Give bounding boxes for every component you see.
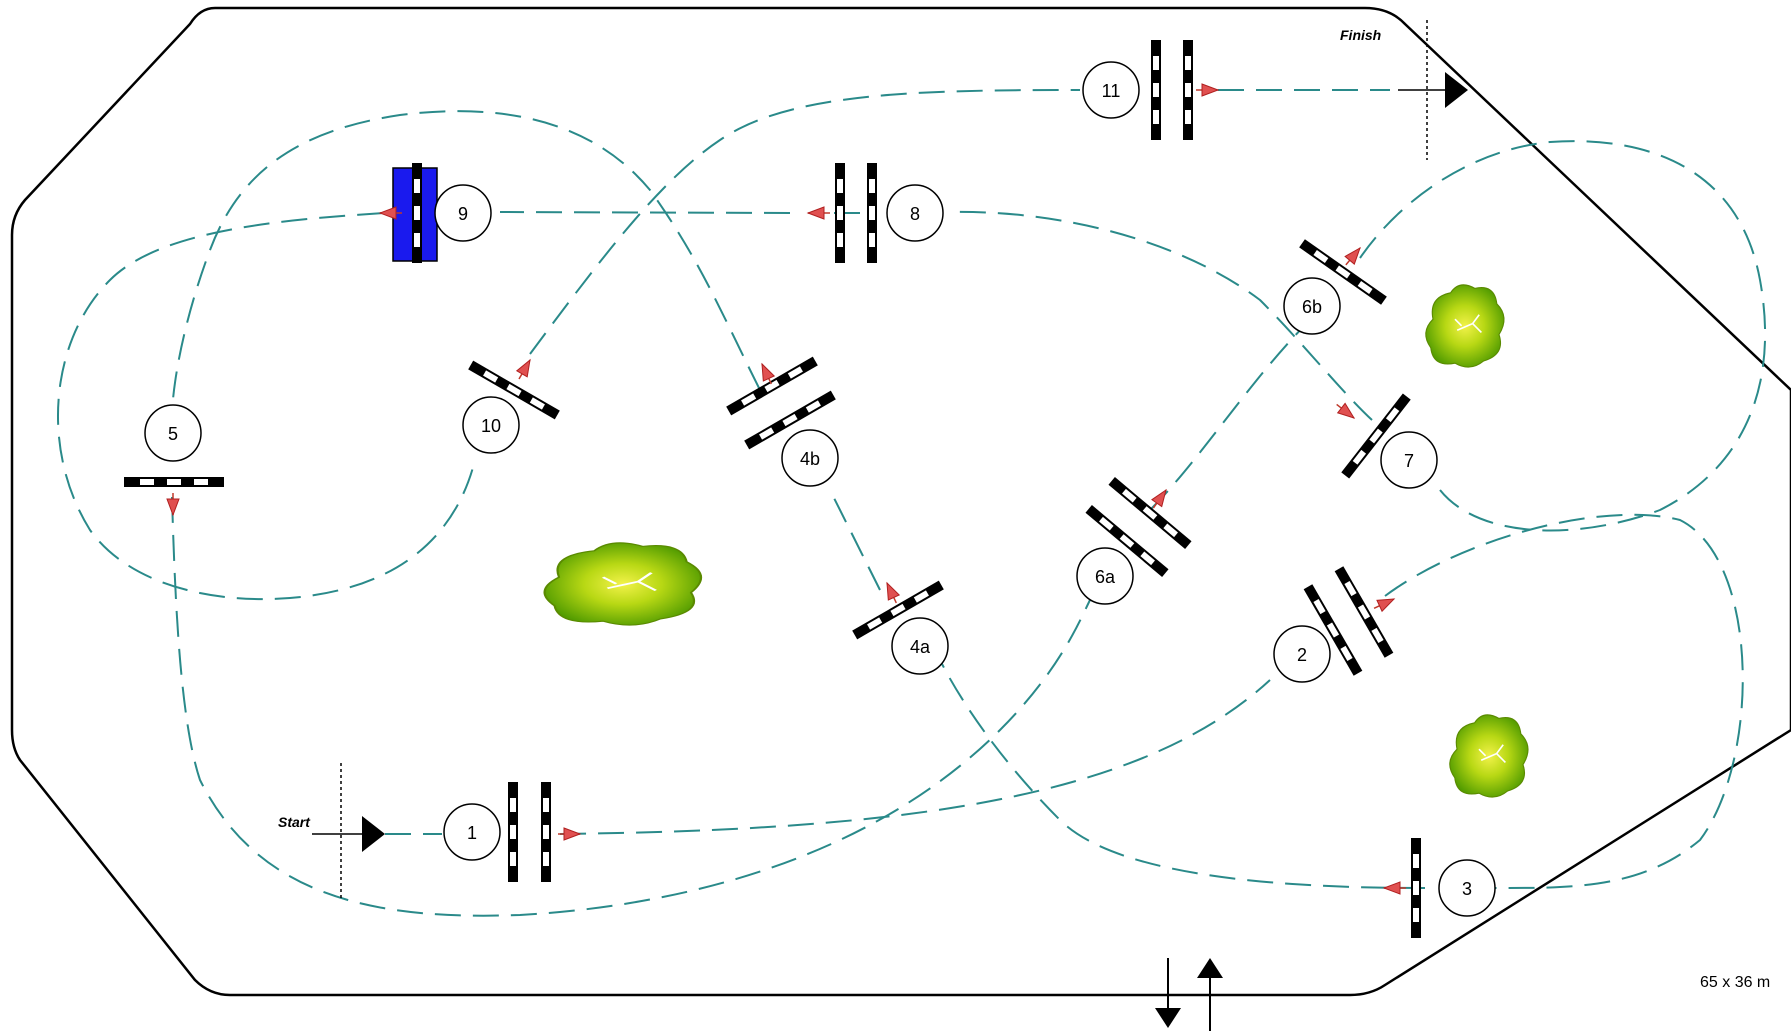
number-label: 11: [1102, 81, 1121, 101]
number-marker-9: 9: [434, 184, 492, 242]
number-circle: [781, 429, 839, 487]
number-circle: [462, 396, 520, 454]
obstacle-8: [807, 163, 877, 263]
number-circle: [891, 617, 949, 675]
arena-size-label: 65 x 36 m: [1700, 974, 1771, 991]
number-circle: [1380, 431, 1438, 489]
number-label: 8: [910, 204, 920, 224]
finish-label: Finish: [1340, 27, 1381, 43]
number-label: 4b: [800, 449, 820, 469]
number-circle: [886, 184, 944, 242]
obstacle-5: [124, 477, 224, 516]
obstacle-number-markers: 1 2 3 4a 4b 5 6a 6b 7 8 9 10 11: [144, 61, 1496, 917]
number-label: 10: [481, 416, 501, 436]
number-circle: [443, 803, 501, 861]
number-label: 9: [458, 204, 468, 224]
number-circle: [1273, 625, 1331, 683]
start-label: Start: [278, 814, 311, 830]
number-marker-3: 3: [1438, 859, 1496, 917]
number-marker-11: 11: [1082, 61, 1140, 119]
number-label: 6a: [1095, 567, 1116, 587]
bush-large: [542, 541, 703, 627]
bush-right-bottom: [1448, 714, 1529, 798]
number-marker-6b: 6b: [1283, 277, 1341, 335]
number-marker-7: 7: [1380, 431, 1438, 489]
number-label: 5: [168, 424, 178, 444]
number-marker-4b: 4b: [781, 429, 839, 487]
obstacle-11: [1151, 40, 1219, 140]
number-circle: [1438, 859, 1496, 917]
number-circle: [1082, 61, 1140, 119]
bush-right-top: [1424, 284, 1505, 368]
number-marker-2: 2: [1273, 625, 1331, 683]
arena-border: [10, 6, 1791, 997]
entrance-arrows: [1155, 958, 1223, 1031]
number-marker-6a: 6a: [1076, 547, 1134, 605]
number-circle: [1076, 547, 1134, 605]
number-label: 3: [1462, 879, 1472, 899]
start-line: Start: [278, 763, 385, 900]
number-label: 6b: [1302, 297, 1322, 317]
number-marker-1: 1: [443, 803, 501, 861]
obstacle-9: [379, 163, 438, 263]
number-label: 7: [1404, 451, 1414, 471]
number-marker-10: 10: [462, 396, 520, 454]
number-circle: [434, 184, 492, 242]
number-circle: [1283, 277, 1341, 335]
number-label: 1: [467, 823, 477, 843]
course-track: [57, 89, 1767, 917]
number-marker-4a: 4a: [891, 617, 949, 675]
number-marker-5: 5: [144, 404, 202, 462]
obstacle-3: [1383, 838, 1421, 938]
number-label: 2: [1297, 645, 1307, 665]
number-label: 4a: [910, 637, 931, 657]
number-circle: [144, 404, 202, 462]
number-marker-8: 8: [886, 184, 944, 242]
obstacle-1: [508, 782, 581, 882]
finish-line: Finish: [1340, 20, 1468, 160]
